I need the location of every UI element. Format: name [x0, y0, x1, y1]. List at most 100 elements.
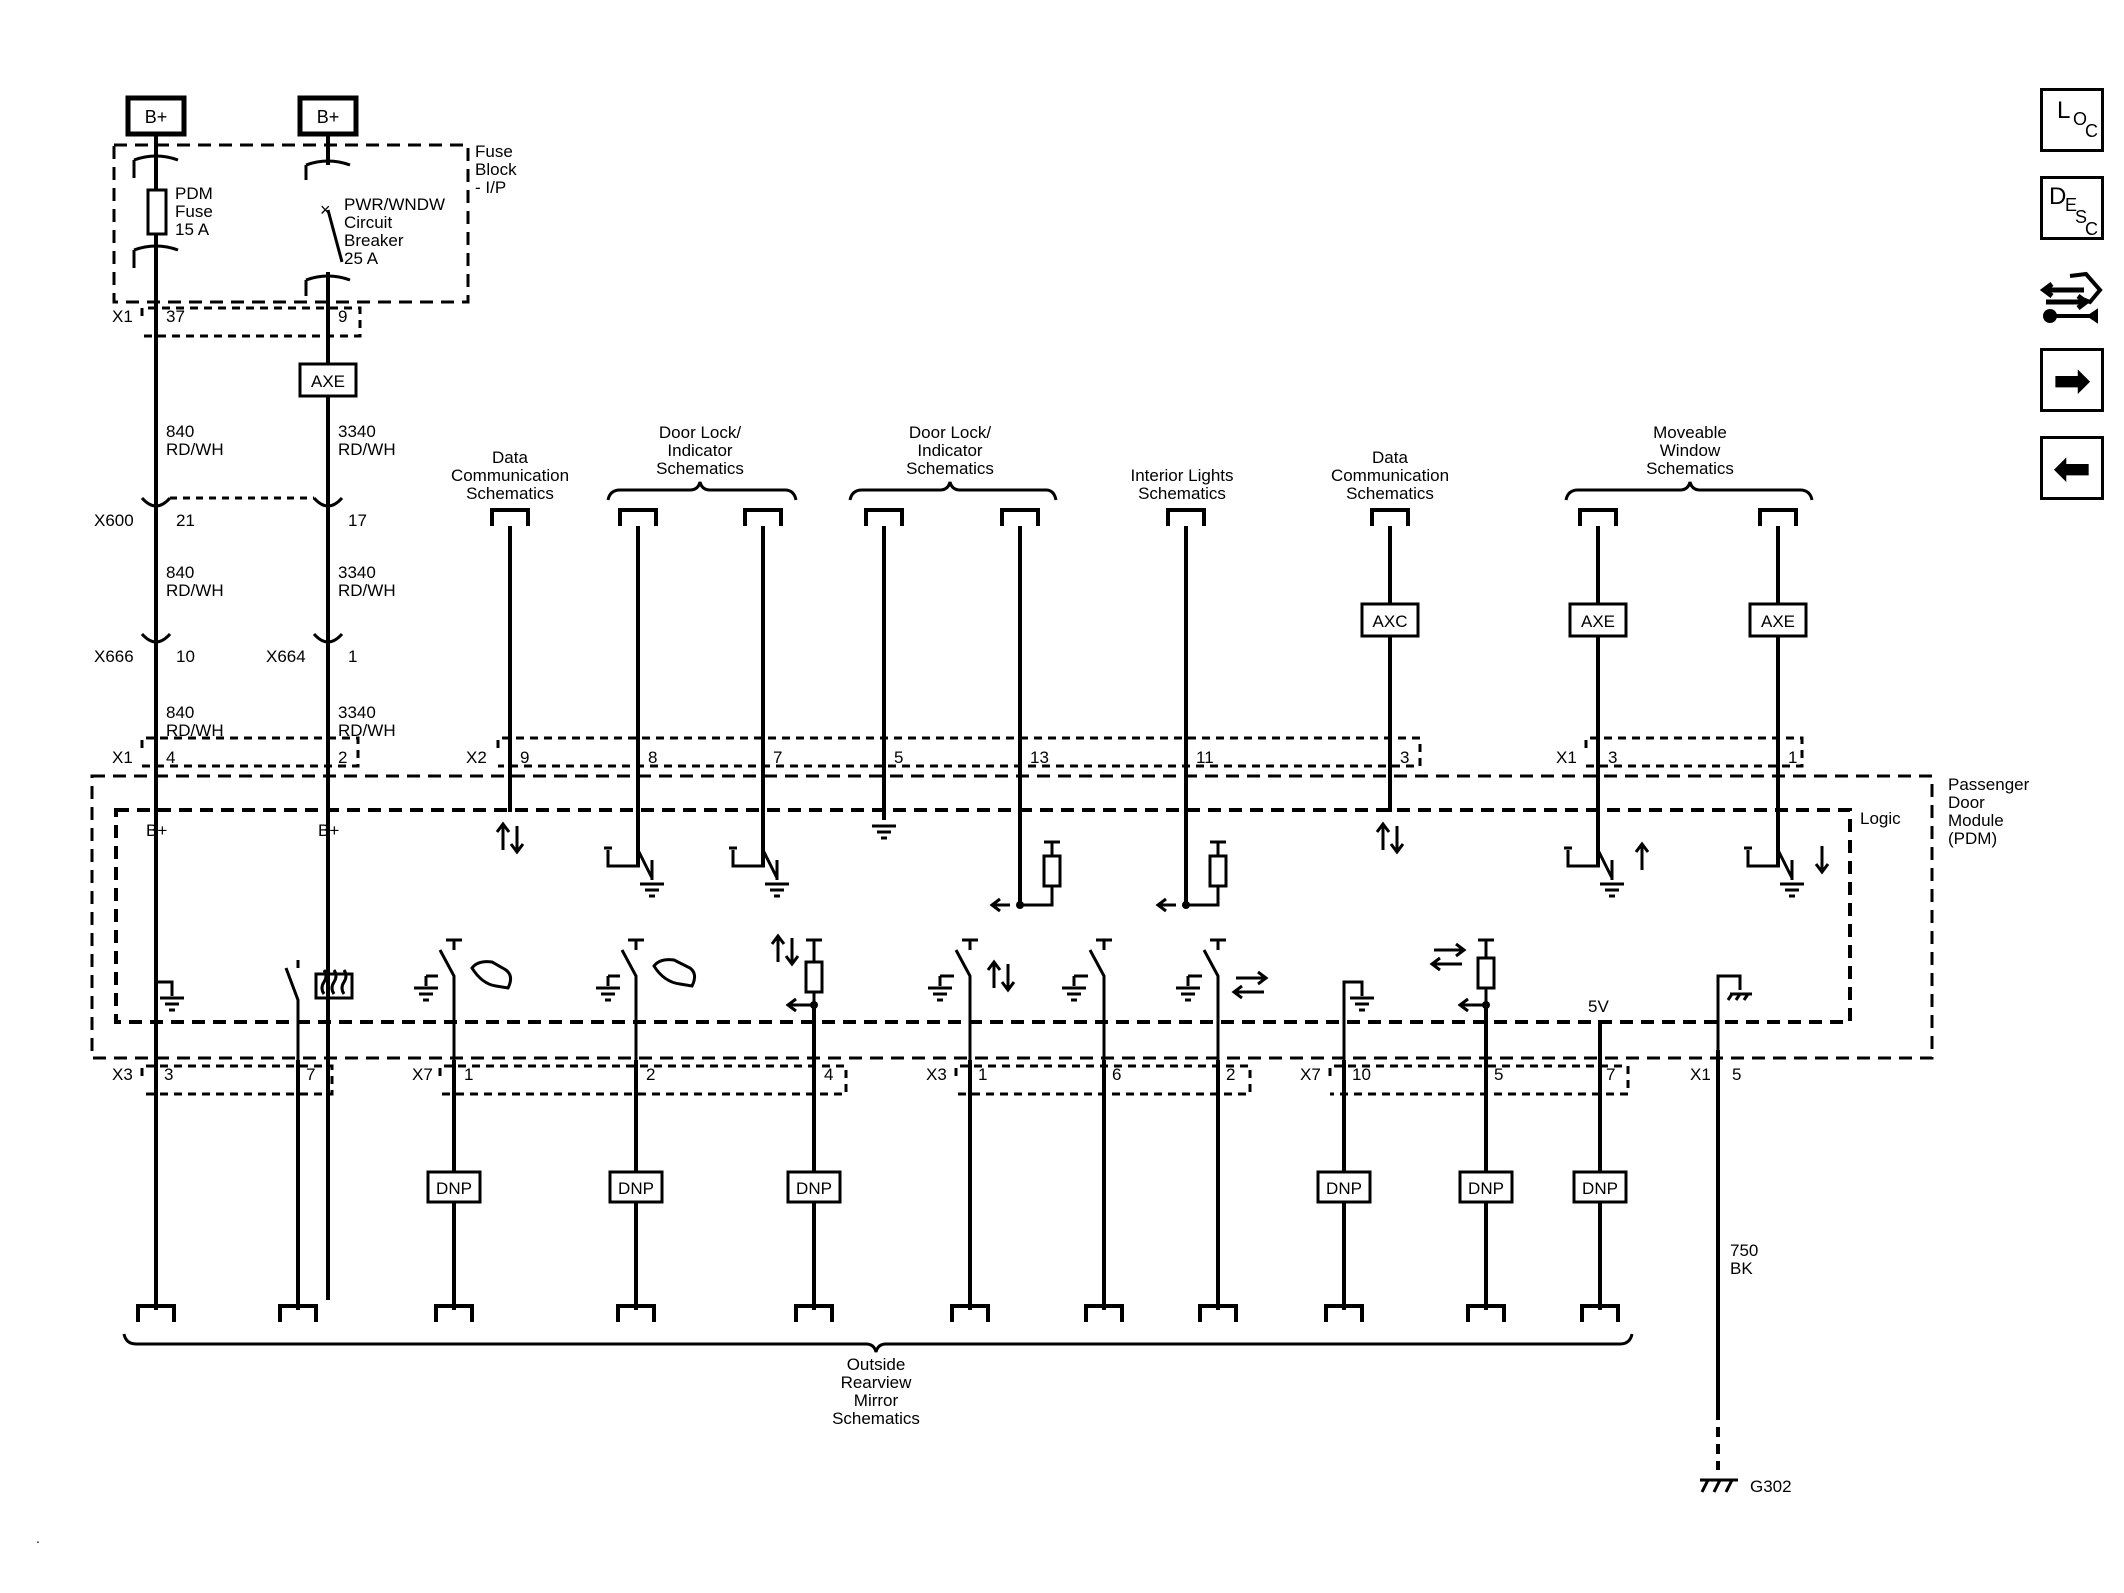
pdm-fuse-label: PDM Fuse 15 A [175, 184, 213, 239]
module-top-connector-outlines [140, 736, 1804, 768]
connector-x7-right: X7 [1300, 1065, 1321, 1084]
module-pin: 5 [1494, 1065, 1503, 1084]
module-pin: 9 [520, 748, 529, 767]
svg-text:PWR/WNDW: PWR/WNDW [344, 195, 445, 214]
module-pin: 4 [824, 1065, 833, 1084]
svg-text:Data: Data [1372, 448, 1408, 467]
axe-tag-label: AXE [1761, 612, 1795, 631]
x666-pin: 10 [176, 647, 195, 666]
forward-button[interactable]: ➡ [2040, 348, 2104, 412]
ref-data-communication-2: Data Communication Schematics [1331, 448, 1449, 503]
svg-text:DNP: DNP [1326, 1179, 1362, 1198]
module-pin: 3 [1608, 748, 1617, 767]
arrow-left-icon: ⬅ [2052, 442, 2092, 494]
circuit-breaker-contact: × [320, 200, 331, 220]
module-pin: 5 [894, 748, 903, 767]
svg-text:- I/P: - I/P [475, 178, 506, 197]
svg-text:RD/WH: RD/WH [338, 721, 396, 740]
svg-text:(PDM): (PDM) [1948, 829, 1997, 848]
module-pin: 11 [1196, 748, 1214, 767]
svg-text:RD/WH: RD/WH [166, 721, 224, 740]
connector-x7-left: X7 [412, 1065, 433, 1084]
module-pin: 2 [1226, 1065, 1235, 1084]
axe-tag [1568, 602, 1628, 638]
circuit-breaker-label: PWR/WNDW Circuit Breaker 25 A [344, 195, 445, 268]
module-pin: 10 [1352, 1065, 1371, 1084]
svg-text:Mirror: Mirror [854, 1391, 899, 1410]
module-connector-x1-right: X1 [1556, 748, 1577, 767]
svg-text:3340: 3340 [338, 563, 376, 582]
internal-symbols [154, 812, 1830, 1060]
svg-text:Passenger: Passenger [1948, 775, 2030, 794]
desc-letter-c: C [2085, 219, 2098, 239]
description-button[interactable]: D E S C [2040, 176, 2104, 240]
svg-text:Schematics: Schematics [906, 459, 994, 478]
passenger-door-module-label: Passenger Door Module (PDM) [1948, 775, 2030, 848]
svg-text:Rearview: Rearview [841, 1373, 913, 1392]
ref-moveable-window: Moveable Window Schematics [1646, 423, 1734, 478]
x664-pin: 1 [348, 647, 357, 666]
module-pin: 7 [1606, 1065, 1615, 1084]
svg-text:Schematics: Schematics [466, 484, 554, 503]
ref-interior-lights: Interior Lights Schematics [1131, 466, 1234, 503]
svg-text:Door Lock/: Door Lock/ [659, 423, 741, 442]
logic-block-outline [114, 808, 1852, 1024]
connector-end-view-button[interactable] [2039, 268, 2110, 332]
dnp-tags: DNP DNP DNP DNP DNP DNP [426, 1170, 1628, 1204]
svg-text:Door: Door [1948, 793, 1985, 812]
wire-label-840: 840 RD/WH 840 RD/WH 840 RD/WH [166, 422, 224, 740]
module-pin: 2 [338, 748, 347, 767]
fuse-block-connector-x1: X1 [112, 307, 133, 326]
bottom-terminals [136, 1304, 1620, 1322]
circuit-breaker-symbol [326, 209, 344, 263]
svg-text:Communication: Communication [451, 466, 569, 485]
module-bplus-left: B+ [146, 821, 167, 840]
inline-connector-x666 [140, 632, 172, 644]
module-pin: 1 [1788, 748, 1797, 767]
svg-text:Fuse: Fuse [175, 202, 213, 221]
ground-g302-label: G302 [1750, 1477, 1792, 1496]
svg-text:Interior Lights: Interior Lights [1131, 466, 1234, 485]
svg-text:15 A: 15 A [175, 220, 210, 239]
corner-mark: . [36, 1530, 40, 1546]
axe-tag [298, 362, 358, 398]
top-terminals [490, 508, 1798, 905]
inline-connector-x600 [140, 496, 344, 508]
fuse-block-outline [112, 143, 470, 304]
connector-end-view-icon [2039, 271, 2103, 324]
svg-text:Fuse: Fuse [475, 142, 513, 161]
svg-text:RD/WH: RD/WH [338, 440, 396, 459]
module-pin: 3 [164, 1065, 173, 1084]
location-button[interactable]: L O C [2040, 88, 2104, 152]
module-pin: 8 [648, 748, 657, 767]
svg-text:Data: Data [492, 448, 528, 467]
svg-text:Communication: Communication [1331, 466, 1449, 485]
module-bottom-connector-outlines [140, 1064, 1630, 1096]
x664-label: X664 [266, 647, 306, 666]
svg-text:Schematics: Schematics [832, 1409, 920, 1428]
module-pin: 1 [464, 1065, 473, 1084]
battery-supply-label: B+ [317, 107, 340, 127]
svg-text:Door Lock/: Door Lock/ [909, 423, 991, 442]
module-pin: 4 [166, 748, 175, 767]
loc-letter-c: C [2085, 121, 2098, 141]
loc-letter-l: L [2057, 97, 2071, 124]
module-pin: 7 [306, 1065, 315, 1084]
ref-door-lock-2: Door Lock/ Indicator Schematics [906, 423, 994, 478]
module-pin: 13 [1030, 748, 1049, 767]
junction-dots [810, 901, 1490, 1009]
reference-braces [122, 481, 1814, 1353]
desc-letter-e: E [2065, 195, 2078, 215]
axe-tag [1748, 602, 1808, 638]
loc-letter-o: O [2073, 109, 2088, 129]
svg-text:RD/WH: RD/WH [166, 440, 224, 459]
inline-connector-x664 [312, 632, 344, 644]
module-pin: 7 [773, 748, 782, 767]
battery-supply-label: B+ [145, 107, 168, 127]
svg-text:Schematics: Schematics [1346, 484, 1434, 503]
back-button[interactable]: ⬅ [2040, 436, 2104, 500]
module-bplus-right: B+ [318, 821, 339, 840]
logic-label: Logic [1860, 809, 1901, 828]
wire-label-bk: BK [1730, 1259, 1753, 1278]
